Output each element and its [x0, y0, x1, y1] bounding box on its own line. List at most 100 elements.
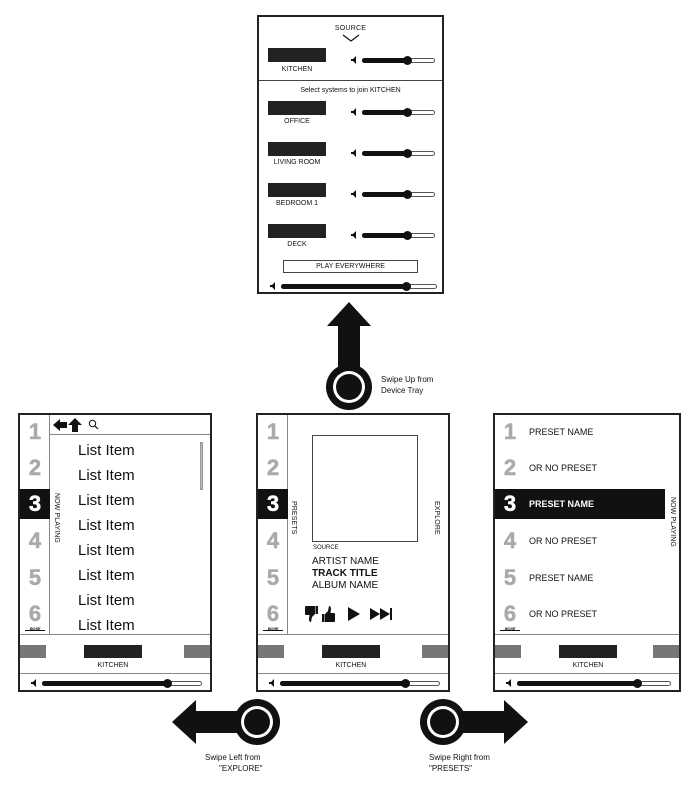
list-item[interactable]: List Item [78, 567, 135, 584]
preset-number[interactable]: 1 [503, 419, 517, 445]
slider-fill [362, 192, 407, 197]
speaker-icon [269, 679, 274, 687]
preset-name[interactable]: PRESET NAME [529, 573, 594, 583]
device-tray-current[interactable] [322, 645, 380, 658]
now-playing-edge-label[interactable]: NOW PLAYING [53, 493, 60, 543]
preset-name[interactable]: OR NO PRESET [529, 609, 598, 619]
room-tile[interactable] [268, 101, 326, 115]
device-tray-next[interactable] [653, 645, 679, 658]
room-volume-slider[interactable] [350, 55, 435, 65]
preset-number[interactable]: 1 [266, 419, 280, 445]
play-everywhere-button[interactable]: PLAY EVERYWHERE [283, 260, 418, 273]
device-tray-prev[interactable] [495, 645, 521, 658]
divider [259, 80, 442, 81]
speaker-icon [351, 108, 356, 116]
track-title: TRACK TITLE [312, 568, 378, 579]
back-arrow-icon[interactable] [53, 418, 67, 432]
slider-knob[interactable] [403, 190, 412, 199]
preset-number[interactable]: 6 [28, 601, 42, 627]
preset-name[interactable]: OR NO PRESET [529, 463, 598, 473]
device-tray-prev[interactable] [20, 645, 46, 658]
room-label: BEDROOM 1 [275, 200, 318, 207]
presets-edge-label[interactable]: PRESETS [290, 501, 297, 535]
volume-slider[interactable] [505, 678, 671, 688]
device-tray-next[interactable] [184, 645, 210, 658]
speaker-icon [31, 679, 36, 687]
slider-knob[interactable] [403, 231, 412, 240]
swipe-right-arrow-icon [420, 699, 528, 745]
thumbs-down-icon[interactable] [304, 605, 318, 623]
device-tray-prev[interactable] [258, 645, 284, 658]
device-tray-current[interactable] [84, 645, 142, 658]
slider-fill [362, 110, 407, 115]
bose-logo: BOSE [25, 627, 45, 631]
slider-knob[interactable] [401, 679, 410, 688]
play-icon[interactable] [347, 605, 361, 623]
list-item[interactable]: List Item [78, 517, 135, 534]
preset-number[interactable]: 2 [28, 455, 42, 481]
join-title: Select systems to join KITCHEN [300, 87, 401, 94]
preset-number[interactable]: 6 [503, 601, 517, 627]
search-icon[interactable] [88, 419, 99, 430]
room-tile[interactable] [268, 224, 326, 238]
divider [258, 673, 448, 674]
swipe-up-arrow-icon [326, 302, 372, 410]
preset-number[interactable]: 2 [503, 455, 517, 481]
room-volume-slider[interactable] [350, 189, 435, 199]
slider-knob[interactable] [163, 679, 172, 688]
preset-number[interactable]: 5 [28, 565, 42, 591]
slider-knob[interactable] [403, 149, 412, 158]
preset-number[interactable]: 2 [266, 455, 280, 481]
slider-knob[interactable] [403, 108, 412, 117]
preset-number[interactable]: 4 [28, 528, 42, 554]
skip-next-icon[interactable] [370, 605, 394, 623]
list-item[interactable]: List Item [78, 542, 135, 559]
slider-knob[interactable] [402, 282, 411, 291]
preset-number-active[interactable]: 3 [20, 489, 50, 519]
slider-knob[interactable] [633, 679, 642, 688]
thumbs-up-icon[interactable] [322, 605, 336, 623]
volume-slider[interactable] [30, 678, 202, 688]
preset-name[interactable]: PRESET NAME [529, 427, 594, 437]
preset-number[interactable]: 4 [503, 528, 517, 554]
up-arrow-icon[interactable] [68, 418, 82, 432]
room-tile[interactable] [268, 142, 326, 156]
explore-edge-label[interactable]: EXPLORE [433, 501, 440, 535]
slider-fill [362, 233, 407, 238]
room-volume-slider[interactable] [350, 107, 435, 117]
preset-number[interactable]: 6 [266, 601, 280, 627]
swipe-left-caption: Swipe Left from "EXPLORE" [205, 752, 262, 774]
speaker-icon [351, 56, 356, 64]
list-item[interactable]: List Item [78, 442, 135, 459]
preset-number[interactable]: 1 [28, 419, 42, 445]
preset-number[interactable]: 4 [266, 528, 280, 554]
preset-number-active[interactable]: 3 [495, 489, 525, 519]
room-volume-slider[interactable] [350, 148, 435, 158]
master-volume-slider[interactable] [269, 281, 437, 291]
slider-fill [517, 681, 637, 686]
preset-number[interactable]: 5 [266, 565, 280, 591]
room-volume-slider[interactable] [350, 230, 435, 240]
preset-number[interactable]: 5 [503, 565, 517, 591]
source-label: SOURCE [334, 25, 367, 32]
device-tray-current[interactable] [559, 645, 617, 658]
multi-room-screen: SOURCE KITCHEN Select systems to join KI… [257, 15, 444, 294]
list-item[interactable]: List Item [78, 492, 135, 509]
divider [20, 634, 210, 635]
slider-knob[interactable] [403, 56, 412, 65]
list-item[interactable]: List Item [78, 467, 135, 484]
now-playing-edge-label[interactable]: NOW PLAYING [669, 497, 676, 547]
room-tile[interactable] [268, 183, 326, 197]
swipe-right-caption: Swipe Right from "PRESETS" [429, 752, 490, 774]
list-item[interactable]: List Item [78, 617, 135, 632]
scrollbar[interactable] [200, 442, 203, 490]
device-tray-next[interactable] [422, 645, 448, 658]
preset-number-active[interactable]: 3 [258, 489, 288, 519]
preset-name[interactable]: OR NO PRESET [529, 536, 598, 546]
preset-name-active[interactable]: PRESET NAME [529, 499, 595, 509]
device-tray-label: KITCHEN [572, 662, 604, 669]
room-tile-kitchen[interactable] [268, 48, 326, 62]
volume-slider[interactable] [268, 678, 440, 688]
list-item[interactable]: List Item [78, 592, 135, 609]
chevron-down-icon[interactable] [342, 34, 360, 43]
